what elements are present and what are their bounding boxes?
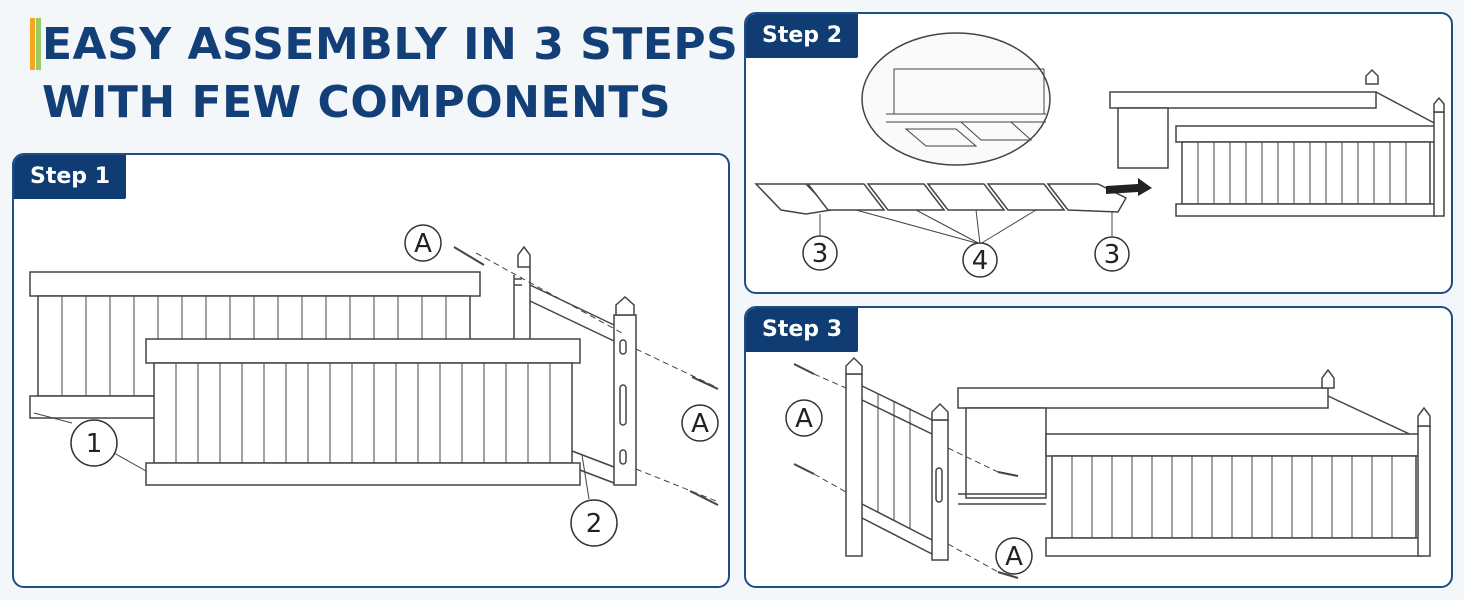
callout-end-board-right: 3 (1094, 236, 1130, 272)
screw-icon (453, 246, 485, 266)
callout-a-label: A (691, 409, 709, 439)
floor-slats (754, 183, 1128, 215)
callout-part-2-label: 2 (586, 509, 603, 539)
callout-3-label: 3 (1104, 240, 1121, 270)
callout-part-1: 1 (70, 419, 118, 467)
step-2-illustration: 3 4 3 (754, 32, 1445, 278)
screw-icon (997, 471, 1019, 477)
callout-4-label: 4 (972, 246, 989, 276)
screw-icon (793, 463, 815, 475)
callout-a-label: A (414, 229, 432, 259)
front-side-panel (145, 338, 581, 486)
callout-middle-boards: 4 (962, 242, 998, 278)
step-1-panel: Step 1 (12, 153, 730, 588)
step-3-title: Step 3 (746, 308, 858, 352)
assembled-box (957, 368, 1431, 557)
callout-a-label: A (795, 404, 813, 434)
insert-arrow-icon (1106, 178, 1152, 196)
step-1-title: Step 1 (14, 155, 126, 199)
step-2-title: Step 2 (746, 14, 858, 58)
screws (475, 252, 717, 502)
callout-a-top: A (404, 224, 442, 262)
callout-a-label: A (1005, 542, 1023, 572)
callout-a-left: A (785, 399, 823, 437)
detail-magnifier (861, 32, 1051, 166)
callout-a-bottom: A (995, 537, 1033, 575)
page-title: EASY ASSEMBLY IN 3 STEPS WITH FEW COMPON… (42, 16, 742, 132)
screw-icon (997, 571, 1019, 579)
step-3-illustration: A A (785, 356, 1431, 579)
step-2-panel: Step 2 (744, 12, 1453, 294)
screw-icon (691, 376, 719, 390)
assembled-box (1109, 68, 1445, 217)
end-frame (845, 356, 949, 561)
title-line-1: EASY ASSEMBLY IN 3 STEPS (42, 19, 739, 70)
step-1-illustration: A A 1 2 (29, 224, 719, 547)
step-3-panel: Step 3 (744, 306, 1453, 588)
title-line-2: WITH FEW COMPONENTS (42, 77, 672, 128)
accent-bar-orange (30, 18, 35, 70)
callout-3-label: 3 (812, 239, 829, 269)
callout-part-1-label: 1 (86, 429, 103, 459)
screw-icon (689, 490, 719, 506)
accent-bar-green (36, 18, 41, 70)
callout-end-board-left: 3 (802, 235, 838, 271)
screw-icon (793, 363, 815, 375)
callout-a-right: A (681, 404, 719, 442)
callout-part-2: 2 (570, 499, 618, 547)
